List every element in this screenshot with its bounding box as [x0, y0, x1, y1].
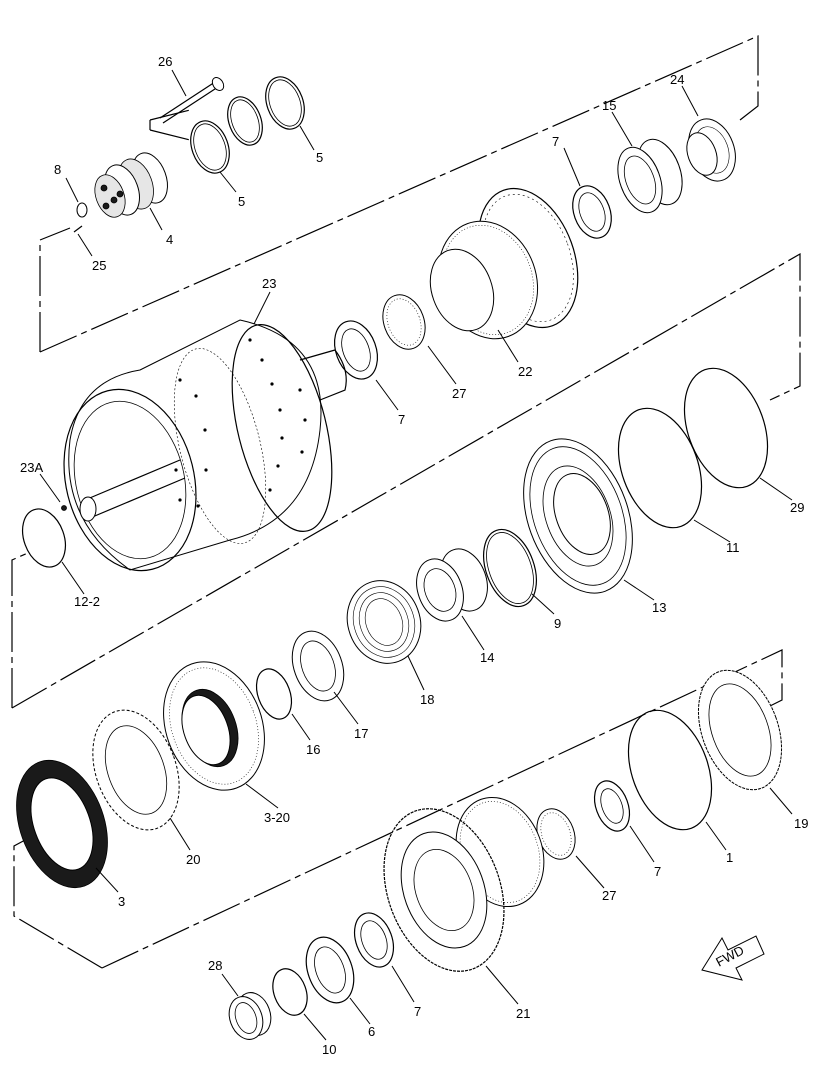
steel-plate-20 — [92, 709, 180, 831]
callout-7: 7 — [414, 1004, 421, 1019]
snap-ring-1 — [627, 709, 713, 831]
callout-24: 24 — [670, 72, 684, 87]
friction-disc-3 — [16, 759, 108, 889]
callout-13: 13 — [652, 600, 666, 615]
seal-ring-5-upper — [265, 76, 305, 130]
callout-3: 3 — [118, 894, 125, 909]
callout-14: 14 — [480, 650, 494, 665]
callout-3-20: 3-20 — [264, 810, 290, 825]
o-ring-8 — [76, 202, 88, 218]
callout-18: 18 — [420, 692, 434, 707]
thrust-washer-7-row4 — [593, 780, 631, 832]
callout-28: 28 — [208, 958, 222, 973]
callout-11: 11 — [726, 540, 740, 555]
bearing-race-28 — [228, 992, 272, 1040]
callout-7: 7 — [552, 134, 559, 149]
spring-18 — [346, 580, 422, 664]
callout-29: 29 — [790, 500, 804, 515]
callout-5: 5 — [316, 150, 323, 165]
callout-7: 7 — [398, 412, 405, 427]
thrust-washer-7-row2 — [333, 320, 379, 380]
pin-25 — [73, 225, 83, 233]
callout-5: 5 — [238, 194, 245, 209]
callout-19: 19 — [794, 816, 808, 831]
callout-12-2: 12-2 — [74, 594, 100, 609]
washer-6 — [305, 936, 355, 1004]
seal-ring-5-lower — [190, 120, 230, 174]
callout-labels: 26 5 5 8 4 25 24 15 7 23 22 27 7 23A 29 … — [20, 54, 808, 1057]
callout-27: 27 — [452, 386, 466, 401]
sleeve-15 — [617, 138, 683, 214]
distributor-4 — [94, 152, 168, 218]
retainer-17 — [291, 630, 345, 702]
leader-lines — [39, 69, 793, 1041]
callout-1: 1 — [726, 850, 733, 865]
seal-ring-9 — [483, 528, 537, 608]
plate-19 — [697, 669, 783, 791]
callout-10: 10 — [322, 1042, 336, 1057]
callout-17: 17 — [354, 726, 368, 741]
piston-13 — [523, 438, 633, 594]
callout-26: 26 — [158, 54, 172, 69]
bearing-24 — [686, 118, 736, 182]
hub-14 — [416, 548, 488, 622]
callout-25: 25 — [92, 258, 106, 273]
gear-21 — [383, 796, 545, 972]
callout-23A: 23A — [20, 460, 43, 475]
clutch-pack-3-20 — [163, 661, 265, 791]
ring-12-2 — [21, 508, 67, 568]
snap-ring-10 — [272, 968, 308, 1016]
callout-9: 9 — [554, 616, 561, 631]
needle-bearing-27-upper — [382, 294, 426, 350]
callout-6: 6 — [368, 1024, 375, 1039]
snap-ring-29 — [683, 367, 769, 489]
fwd-arrow: FWD — [701, 935, 765, 981]
thrust-washer-7-upper — [572, 185, 612, 239]
callout-21: 21 — [516, 1006, 530, 1021]
callout-22: 22 — [518, 364, 532, 379]
callout-4: 4 — [166, 232, 173, 247]
callout-27: 27 — [602, 888, 616, 903]
clutch-drum-23 — [63, 319, 347, 572]
callout-8: 8 — [54, 162, 61, 177]
callout-16: 16 — [306, 742, 320, 757]
snap-ring-16 — [255, 668, 293, 720]
thrust-washer-7-bottom — [353, 912, 395, 968]
callout-23: 23 — [262, 276, 276, 291]
snap-ring-11 — [617, 407, 703, 529]
callout-20: 20 — [186, 852, 200, 867]
gear-22 — [429, 187, 579, 340]
callout-15: 15 — [602, 98, 616, 113]
callout-7: 7 — [654, 864, 661, 879]
drum-holes — [174, 338, 307, 508]
plug-23A — [61, 505, 67, 511]
bolt-26 — [159, 77, 225, 124]
seal-ring-5-middle — [227, 96, 263, 146]
